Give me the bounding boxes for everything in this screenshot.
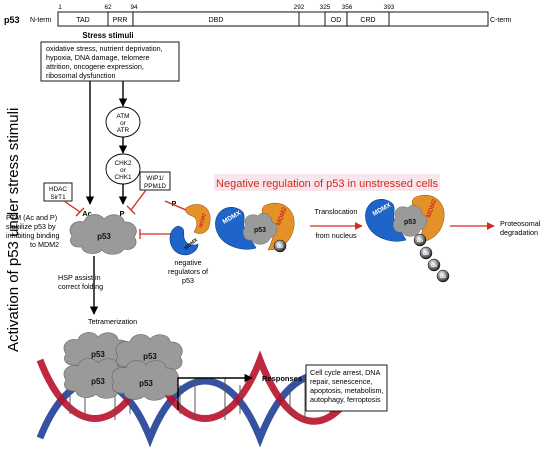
ppm1d-label: PPM1D bbox=[144, 183, 166, 190]
domain-tad-label: TAD bbox=[76, 17, 89, 24]
tetramer-label-2: p53 bbox=[143, 352, 157, 361]
ub-chain-2-label: Ub bbox=[423, 251, 429, 256]
proteosomal-line-1: Proteosomal bbox=[500, 219, 541, 228]
negative-regulators-complex: MDMX MDM2 bbox=[169, 204, 211, 256]
ub-circle-1 bbox=[273, 239, 287, 253]
ptm-line-3: inhibiting binding bbox=[6, 231, 60, 240]
position-94: 94 bbox=[130, 4, 138, 11]
atm-or-label: or bbox=[120, 120, 127, 127]
negative-regulation-title: Negative regulation of p53 in unstressed… bbox=[216, 178, 438, 190]
domain-crd bbox=[346, 11, 390, 27]
stress-line-1: oxidative stress, nutrient deprivation, bbox=[46, 44, 163, 53]
p53-tetramer: p53 p53 p53 p53 bbox=[63, 332, 183, 401]
stress-box bbox=[40, 41, 180, 82]
c-term-label: C-term bbox=[490, 17, 512, 24]
hdac-inhibition-bar bbox=[75, 207, 85, 217]
ub-chain-3 bbox=[427, 258, 441, 272]
negative-regulators-line-3: p53 bbox=[182, 276, 194, 285]
ub-chain-4-label: Ub bbox=[440, 274, 446, 279]
p-mdm2-line bbox=[164, 200, 187, 211]
domain-protein-label: p53 bbox=[4, 15, 20, 25]
hsp-line-2: correct folding bbox=[58, 282, 103, 291]
position-292: 292 bbox=[294, 4, 305, 11]
hdac-inhibition-line bbox=[63, 200, 81, 213]
stress-line-3: attrition, oncogene expression, bbox=[46, 62, 144, 71]
tetramer-label-4: p53 bbox=[139, 379, 153, 388]
ub-chain-1 bbox=[413, 233, 427, 247]
sirt1-label: SirT1 bbox=[50, 194, 66, 201]
translocation-line-2: from nucleus bbox=[315, 231, 357, 240]
stress-line-4: ribosomal dysfunction bbox=[46, 71, 116, 80]
mdm2-small-label: MDM2 bbox=[198, 213, 208, 229]
mdmx-mdm2-p53-complex: MDMX MDM2 p53 Ub bbox=[215, 202, 295, 253]
position-393: 393 bbox=[384, 4, 395, 11]
hdac-box bbox=[43, 182, 73, 202]
chk2-label: CHK2 bbox=[114, 160, 131, 167]
p53-central-cloud: p53 bbox=[69, 214, 137, 255]
tetramer-label-1: p53 bbox=[91, 350, 105, 359]
domain-crd-label: CRD bbox=[360, 17, 375, 24]
domain-od-label: OD bbox=[331, 17, 342, 24]
domain-prr-label: PRR bbox=[113, 17, 128, 24]
wip1-box bbox=[139, 171, 171, 191]
ub-chain-1-label: Ub bbox=[417, 238, 423, 243]
responses-line-3: apoptosis, metabolism, bbox=[310, 386, 384, 395]
proteosomal-line-2: degradation bbox=[500, 228, 538, 237]
negative-regulators-line-1: negative bbox=[174, 258, 201, 267]
position-356: 356 bbox=[342, 4, 353, 11]
ub-chain-3-label: Ub bbox=[431, 263, 437, 268]
responses-arrow bbox=[177, 373, 253, 410]
domain-dbd bbox=[132, 11, 300, 27]
ub-label-1: Ub bbox=[277, 244, 283, 249]
ptm-line-2: stabilize p53 by bbox=[6, 222, 56, 231]
ptm-line-4: to MDM2 bbox=[30, 240, 59, 249]
wip1-inhibition-bar bbox=[126, 205, 136, 215]
responses-line-2: repair, senescence, bbox=[310, 377, 372, 386]
p53-complex-1-label: p53 bbox=[254, 227, 266, 234]
p53-central-label: p53 bbox=[97, 232, 111, 241]
ac-mark: Ac bbox=[82, 209, 92, 218]
hdac-label: HDAC bbox=[49, 186, 67, 193]
position-62: 62 bbox=[104, 4, 112, 11]
n-term-label: N-term bbox=[30, 17, 52, 24]
position-325: 325 bbox=[320, 4, 331, 11]
stress-line-2: hypoxia, DNA damage, telomere bbox=[46, 53, 149, 62]
atm-label: ATM bbox=[116, 113, 129, 120]
chk-or-label: or bbox=[120, 167, 127, 174]
atr-label: ATR bbox=[117, 127, 130, 134]
negative-regulation-title-bg bbox=[214, 174, 440, 191]
wip1-label: WIP1/ bbox=[146, 175, 164, 182]
chk1-label: CHK1 bbox=[114, 174, 131, 181]
hsp-line-1: HSP assist in bbox=[58, 273, 101, 282]
tetramer-label-3: p53 bbox=[91, 377, 105, 386]
tetramerization-label: Tetramerization bbox=[88, 317, 137, 326]
negative-regulators-line-2: regulators of bbox=[168, 267, 208, 276]
p53-complex-2-label: p53 bbox=[404, 219, 416, 226]
ub-chain-2 bbox=[419, 246, 433, 260]
ptm-line-1: PTM (Ac and P) bbox=[6, 213, 57, 222]
p-mark: P bbox=[119, 209, 124, 218]
wip1-inhibition-line bbox=[130, 189, 147, 211]
responses-box bbox=[305, 364, 388, 412]
position-1: 1 bbox=[58, 4, 62, 11]
ub-chain-4 bbox=[436, 269, 450, 283]
tetramer-cloud-4: p53 bbox=[111, 360, 179, 401]
domain-bar: p53 N-term C-term TAD PRR DBD OD CRD 1 6… bbox=[4, 4, 512, 27]
polyubiquitinated-complex: MDMX MDM2 p53 Ub Ub Ub Ub bbox=[365, 194, 450, 283]
stress-title: Stress stimuli bbox=[82, 31, 133, 40]
side-title: Activation of p53 under stress stimuli bbox=[5, 108, 22, 352]
responses-label: Responses bbox=[262, 374, 302, 383]
translocation-line-1: Translocation bbox=[315, 207, 358, 216]
responses-line-1: Cell cycle arrest, DNA bbox=[310, 368, 380, 377]
responses-line-4: autophagy, ferroptosis bbox=[310, 395, 381, 404]
domain-dbd-label: DBD bbox=[209, 17, 224, 24]
dna-strand-red bbox=[36, 350, 364, 425]
